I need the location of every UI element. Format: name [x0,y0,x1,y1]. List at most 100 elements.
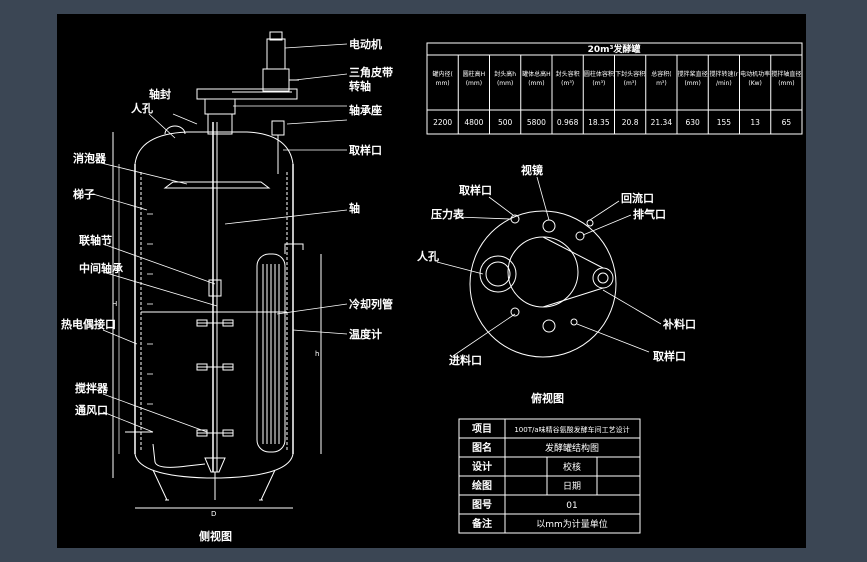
spec-header-cell: 电动机功率(Kw) [740,70,770,87]
label-top-sampling: 取样口 [459,183,492,197]
label-manhole: 人孔 [131,101,153,115]
label-agitator: 搅拌器 [75,381,109,395]
title-block-label: 项目 [472,423,492,435]
label-defoamer: 消泡器 [73,151,107,165]
belt-lines [542,236,604,308]
label-bearing-seat: 轴承座 [349,103,382,117]
top-head [134,131,294,165]
top-view-title: 俯视图 [531,391,564,405]
spec-value-cell: 630 [685,118,700,127]
spec-header-cell: 搅拌桨直径(mm) [678,70,708,87]
side-leaders [92,43,348,433]
dim-coil-label: h [315,350,319,358]
title-block-value: 日期 [563,481,581,492]
drawing-svg: H h D 电动机 三角皮带 转轴 轴封 人孔 轴承座 取样口 消泡器 梯子 轴… [61,31,803,543]
top-leaders [436,176,662,357]
spec-value-cell: 65 [782,118,792,127]
label-cooling-pipe: 冷却列管 [349,297,393,311]
title-block-label: 设计 [472,460,492,473]
spec-header-cell: 圆柱体容积(m³) [584,70,614,87]
label-middle-bearing: 中间轴承 [79,261,124,275]
side-view-title: 侧视图 [199,529,232,543]
label-coupling: 联轴节 [79,233,112,247]
bearing-housing [204,98,236,115]
label-top-manhole: 人孔 [417,249,439,263]
title-block [458,418,641,534]
label-sampling-port: 取样口 [349,143,382,157]
label-exhaust: 排气口 [633,207,666,221]
top-view [469,210,617,358]
side-labels: 电动机 三角皮带 转轴 轴封 人孔 轴承座 取样口 消泡器 梯子 轴 联轴节 中… [61,37,393,417]
spec-header-cell: 下封头容积(m³) [615,70,645,87]
sight-glass [542,219,556,233]
label-belt: 三角皮带 [349,65,393,79]
spec-header-cell: 罐体总高H(mm) [522,70,551,87]
spec-value-cell: 21.34 [651,118,673,127]
bottom-valve [204,457,226,473]
title-block-label: 图号 [472,499,492,511]
spec-header-cell: 搅拌转速(r/min) [709,70,738,87]
spec-values: 2200 4800 500 5800 0.968 18.35 20.8 21.34 630 155… [433,118,791,127]
title-block-label: 图名 [472,441,492,454]
spec-header-cell: 封头高h(mm) [494,70,516,87]
label-feed-port: 补料口 [662,317,696,331]
spec-header-cell: 搅拌轴直径(mm) [771,70,801,87]
label-sample-port2: 取样口 [653,349,686,363]
belt-drive [196,88,298,100]
title-block-label: 绘图 [472,479,492,492]
spec-header-cell: 罐内径(mm) [432,70,452,87]
coupling [208,279,222,297]
label-return-port: 回流口 [621,191,654,205]
dim-height-label: H [112,300,117,308]
spec-value-cell: 0.968 [557,118,579,127]
top-sampler [271,120,285,136]
spec-table [426,42,803,135]
defoamer [163,181,271,189]
label-heating-coil: 热电偶接口 [61,317,116,331]
spec-columns [457,55,772,134]
bottom-head [134,453,294,479]
spec-value-cell: 5800 [527,118,546,127]
top-view-manhole [479,255,517,293]
title-block-value: 以mm为计量单位 [536,518,608,530]
label-motor: 电动机 [349,37,382,51]
dim-diameter-label: D [211,510,216,518]
label-shaft: 轴 [349,201,360,215]
cooling-pipes [256,243,304,453]
spec-value-cell: 13 [750,118,760,127]
label-ladder: 梯子 [73,187,95,201]
shaft-seal [207,113,233,135]
label-pressure-gauge: 压力表 [431,207,465,221]
spec-header-cell: 封头容积(m³) [556,70,580,87]
label-thermometer: 温度计 [349,327,382,341]
top-labels: 视镜 取样口 回流口 压力表 排气口 人孔 补料口 进料口 取样口 [417,163,696,367]
spec-value-cell: 20.8 [622,118,639,127]
spec-value-cell: 18.35 [588,118,610,127]
impellers [196,319,234,437]
spec-value-cell: 2200 [433,118,452,127]
label-inlet: 进料口 [449,353,482,367]
spec-header-cell: 圆柱高H(mm) [463,70,486,87]
motor-body [266,38,286,70]
title-block-value: 01 [566,501,577,511]
spec-value-cell: 500 [498,118,513,127]
label-air-inlet: 通风口 [75,403,108,417]
spec-headers: 罐内径(mm) 圆柱高H(mm) 封头高h(mm) 罐体总高H(mm) 封头容积(m³)… [432,70,801,87]
label-drive-shaft: 转轴 [349,79,371,93]
motor-cap [269,31,283,41]
top-view-inner-circle [507,236,579,308]
motor-base [262,68,290,92]
title-block-value: 发酵罐结构图 [545,442,599,454]
side-view [112,31,322,509]
spec-value-cell: 155 [717,118,732,127]
spec-value-cell: 4800 [464,118,483,127]
spec-table-title: 20m³发酵罐 [588,43,641,55]
label-shaft-seal: 轴封 [149,87,171,101]
top-view-pulley [592,267,614,289]
label-sight-glass: 视镜 [521,163,543,177]
title-block-label: 备注 [471,517,492,530]
manhole-lid [164,125,186,135]
drawing-canvas: H h D 电动机 三角皮带 转轴 轴封 人孔 轴承座 取样口 消泡器 梯子 轴… [57,14,806,548]
